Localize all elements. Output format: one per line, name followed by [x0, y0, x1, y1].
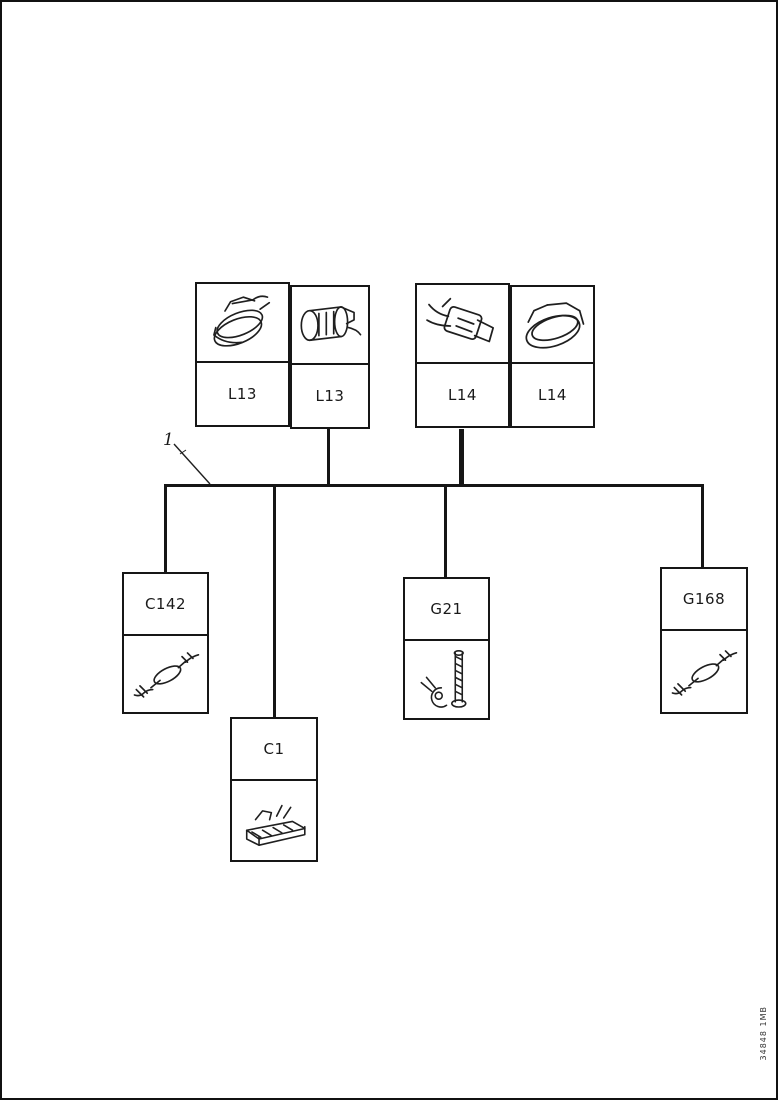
node-label: C1: [232, 719, 316, 781]
node-g168: G168: [660, 567, 748, 714]
c1-drop-line: [273, 484, 276, 719]
node-label: G168: [662, 569, 746, 631]
multi-pin-connector-icon: [232, 781, 316, 860]
node-label-text: L14: [448, 386, 477, 404]
node-label: L13: [292, 363, 368, 427]
node-label-text: C1: [263, 740, 285, 758]
node-c142: C142: [122, 572, 209, 714]
node-label-text: L14: [538, 386, 567, 404]
bulb-socket-connector-icon: [197, 284, 288, 361]
node-l14-a: L14: [415, 283, 510, 428]
node-label: L14: [417, 362, 508, 426]
node-label: L13: [197, 361, 288, 425]
document-number: 34848 1MB: [759, 1005, 768, 1060]
connector-with-wires-icon: [417, 285, 508, 362]
bulb-holder-icon: [292, 287, 368, 363]
node-l14-b: L14: [510, 285, 595, 428]
g168-drop-line: [701, 484, 704, 569]
callout-leader-line: [173, 443, 211, 485]
node-label-text: G168: [682, 590, 726, 608]
inline-connector-icon: [662, 631, 746, 712]
g21-drop-line: [444, 484, 447, 579]
node-label: L14: [512, 362, 593, 426]
l14-drop-line: [459, 429, 464, 486]
callout-number: 1: [163, 430, 174, 450]
node-l13-b: L13: [290, 285, 370, 429]
node-label: G21: [405, 579, 488, 641]
node-label-text: L13: [228, 385, 257, 403]
node-g21: G21: [403, 577, 490, 720]
node-l13-a: L13: [195, 282, 290, 427]
node-label-text: L13: [315, 387, 345, 405]
inline-connector-icon: [124, 636, 207, 712]
c142-drop-line: [164, 484, 167, 574]
l13-drop-line: [327, 427, 330, 486]
ground-stud-icon: [405, 641, 488, 718]
node-label-text: G21: [430, 600, 463, 618]
node-c1: C1: [230, 717, 318, 862]
node-label: C142: [124, 574, 207, 636]
node-label-text: C142: [144, 595, 187, 613]
harness-bus-line: [164, 484, 704, 487]
lamp-housing-icon: [512, 287, 593, 362]
